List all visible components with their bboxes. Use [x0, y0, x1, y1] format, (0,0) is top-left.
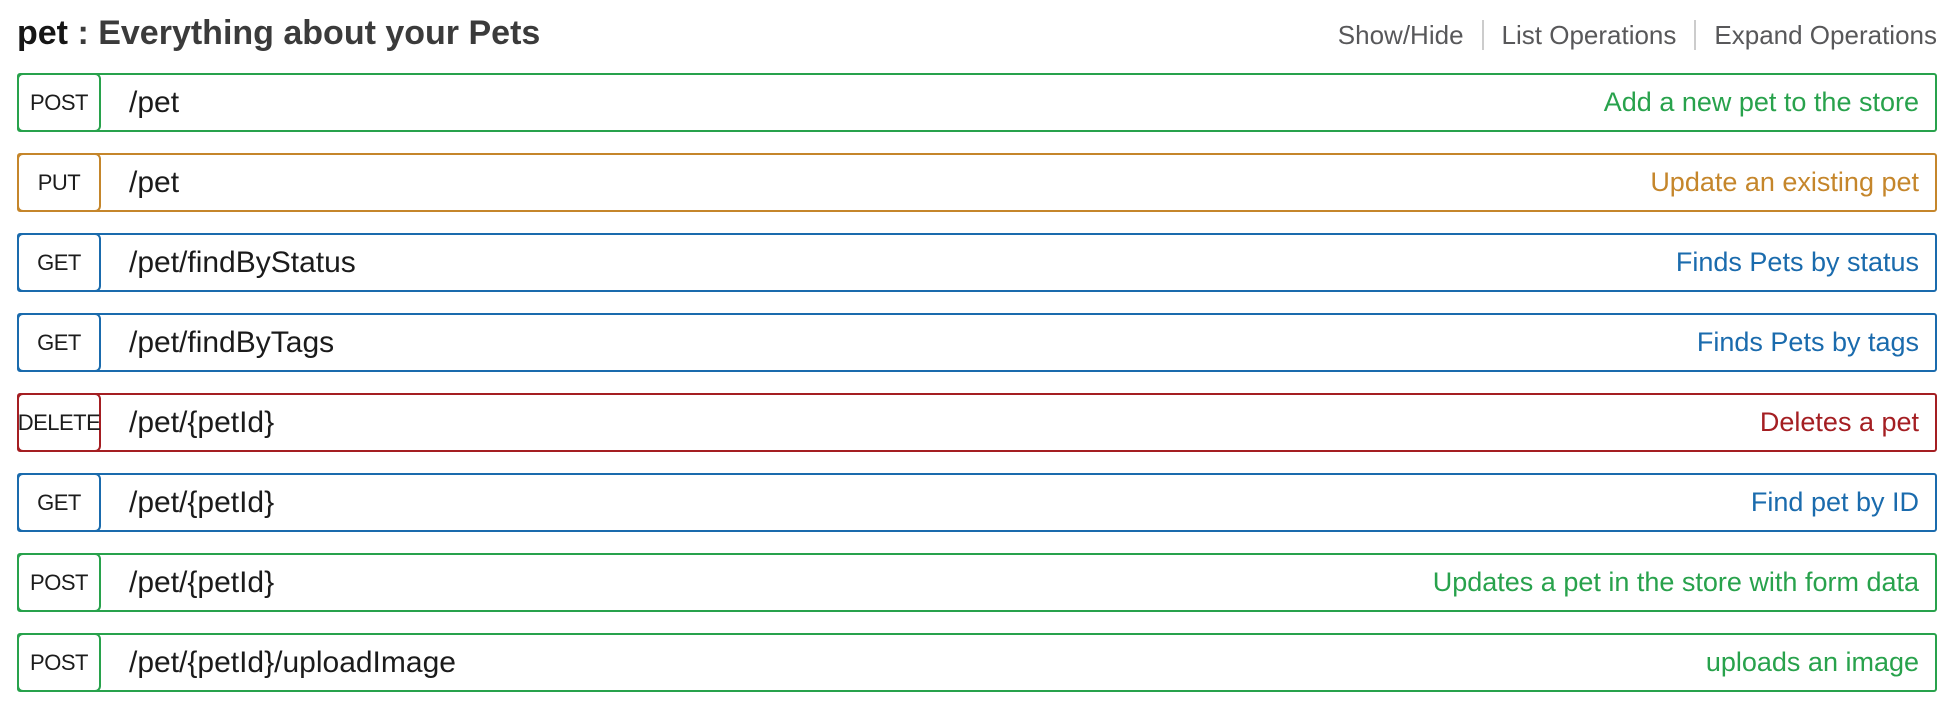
operation-row[interactable]: GET /pet/findByStatus Finds Pets by stat…	[17, 233, 1937, 292]
operation-path-link[interactable]: /pet	[129, 165, 180, 199]
operation-summary-link[interactable]: Update an existing pet	[1650, 167, 1919, 197]
link-divider	[1481, 20, 1484, 50]
section-header: pet : Everything about your Pets Show/Hi…	[17, 10, 1937, 56]
operation-summary-link[interactable]: Deletes a pet	[1759, 407, 1919, 437]
operation-row[interactable]: POST /pet/{petId} Updates a pet in the s…	[17, 553, 1937, 612]
http-method-badge: DELETE	[17, 393, 101, 452]
operation-path-link[interactable]: /pet/findByTags	[129, 325, 335, 359]
operation-row[interactable]: DELETE /pet/{petId} Deletes a pet	[17, 393, 1937, 452]
operation-summary-link[interactable]: Updates a pet in the store with form dat…	[1432, 567, 1919, 597]
http-method-badge: GET	[17, 313, 101, 372]
operation-row[interactable]: GET /pet/findByTags Finds Pets by tags	[17, 313, 1937, 372]
http-method-badge: POST	[17, 553, 101, 612]
link-divider	[1694, 20, 1697, 50]
title-separator: :	[68, 14, 99, 52]
operation-path-link[interactable]: /pet	[129, 85, 180, 119]
operation-row[interactable]: POST /pet/{petId}/uploadImage uploads an…	[17, 633, 1937, 692]
operation-path-link[interactable]: /pet/{petId}	[129, 485, 275, 519]
operation-summary-link[interactable]: Finds Pets by status	[1675, 247, 1919, 277]
operation-row[interactable]: PUT /pet Update an existing pet	[17, 153, 1937, 212]
section-actions: Show/Hide List Operations Expand Operati…	[1338, 18, 1937, 56]
operation-summary-link[interactable]: Find pet by ID	[1750, 487, 1919, 517]
operation-summary-link[interactable]: Finds Pets by tags	[1696, 327, 1919, 357]
http-method-badge: GET	[17, 473, 101, 532]
operations-list: POST /pet Add a new pet to the store PUT…	[17, 73, 1937, 692]
http-method-badge: PUT	[17, 153, 101, 212]
tag-description: Everything about your Pets	[98, 14, 541, 52]
show-hide-link[interactable]: Show/Hide	[1337, 20, 1464, 50]
operation-path-link[interactable]: /pet/findByStatus	[129, 245, 356, 279]
operation-summary-link[interactable]: uploads an image	[1705, 647, 1919, 677]
expand-operations-link[interactable]: Expand Operations	[1714, 20, 1937, 50]
http-method-badge: GET	[17, 233, 101, 292]
operation-path-link[interactable]: /pet/{petId}	[129, 405, 275, 439]
list-operations-link[interactable]: List Operations	[1501, 20, 1677, 50]
http-method-badge: POST	[17, 73, 101, 132]
tag-name-link[interactable]: pet	[17, 14, 68, 52]
operation-row[interactable]: GET /pet/{petId} Find pet by ID	[17, 473, 1937, 532]
operation-path-link[interactable]: /pet/{petId}/uploadImage	[129, 645, 456, 679]
operation-path-link[interactable]: /pet/{petId}	[129, 565, 275, 599]
operation-summary-link[interactable]: Add a new pet to the store	[1603, 87, 1919, 117]
section-title: pet : Everything about your Pets	[17, 10, 540, 56]
http-method-badge: POST	[17, 633, 101, 692]
operation-row[interactable]: POST /pet Add a new pet to the store	[17, 73, 1937, 132]
